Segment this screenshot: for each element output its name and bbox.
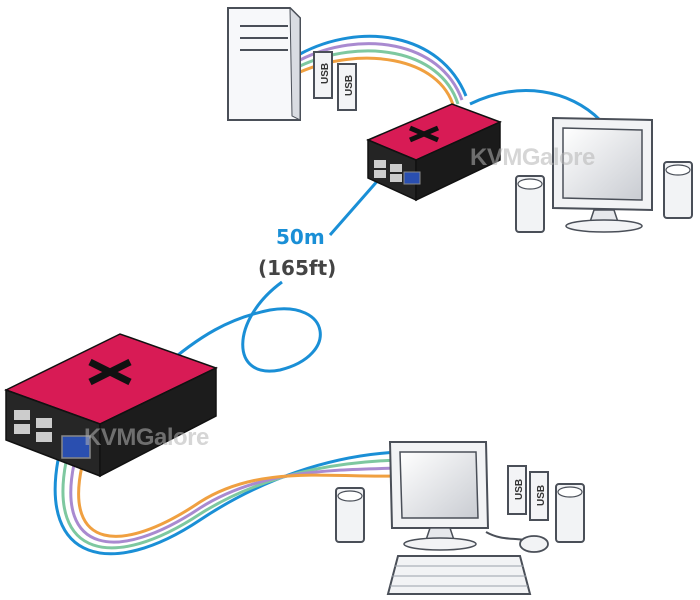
distance-imperial-label: (165ft) bbox=[258, 256, 337, 280]
bottom-right-speaker bbox=[555, 483, 585, 543]
usb-label: USB bbox=[514, 479, 525, 500]
top-monitor-cable bbox=[469, 89, 602, 122]
bottom-extender bbox=[4, 333, 218, 478]
bottom-keyboard bbox=[386, 555, 532, 595]
top-monitor bbox=[552, 116, 653, 233]
bottom-usb-plug-1: USB bbox=[507, 465, 527, 515]
distance-metric-label: 50m bbox=[276, 225, 325, 249]
bottom-left-speaker bbox=[335, 487, 365, 543]
top-right-speaker bbox=[663, 161, 693, 219]
watermark-bottom: KVMGalore bbox=[84, 424, 209, 451]
bottom-pc-cables bbox=[53, 450, 401, 556]
catx-cable bbox=[159, 177, 382, 373]
bottom-monitor bbox=[388, 441, 490, 551]
usb-label: USB bbox=[344, 75, 355, 96]
top-usb-plug-1: USB bbox=[313, 51, 333, 99]
top-usb-plug-2: USB bbox=[337, 63, 357, 111]
top-left-speaker bbox=[515, 175, 545, 233]
bottom-usb-plug-2: USB bbox=[529, 471, 549, 521]
top-extender bbox=[366, 103, 502, 202]
bottom-mouse bbox=[485, 531, 549, 553]
top-pc-tower bbox=[227, 6, 301, 121]
usb-label: USB bbox=[536, 485, 547, 506]
usb-label: USB bbox=[320, 63, 331, 84]
watermark-top: KVMGalore bbox=[470, 144, 595, 171]
